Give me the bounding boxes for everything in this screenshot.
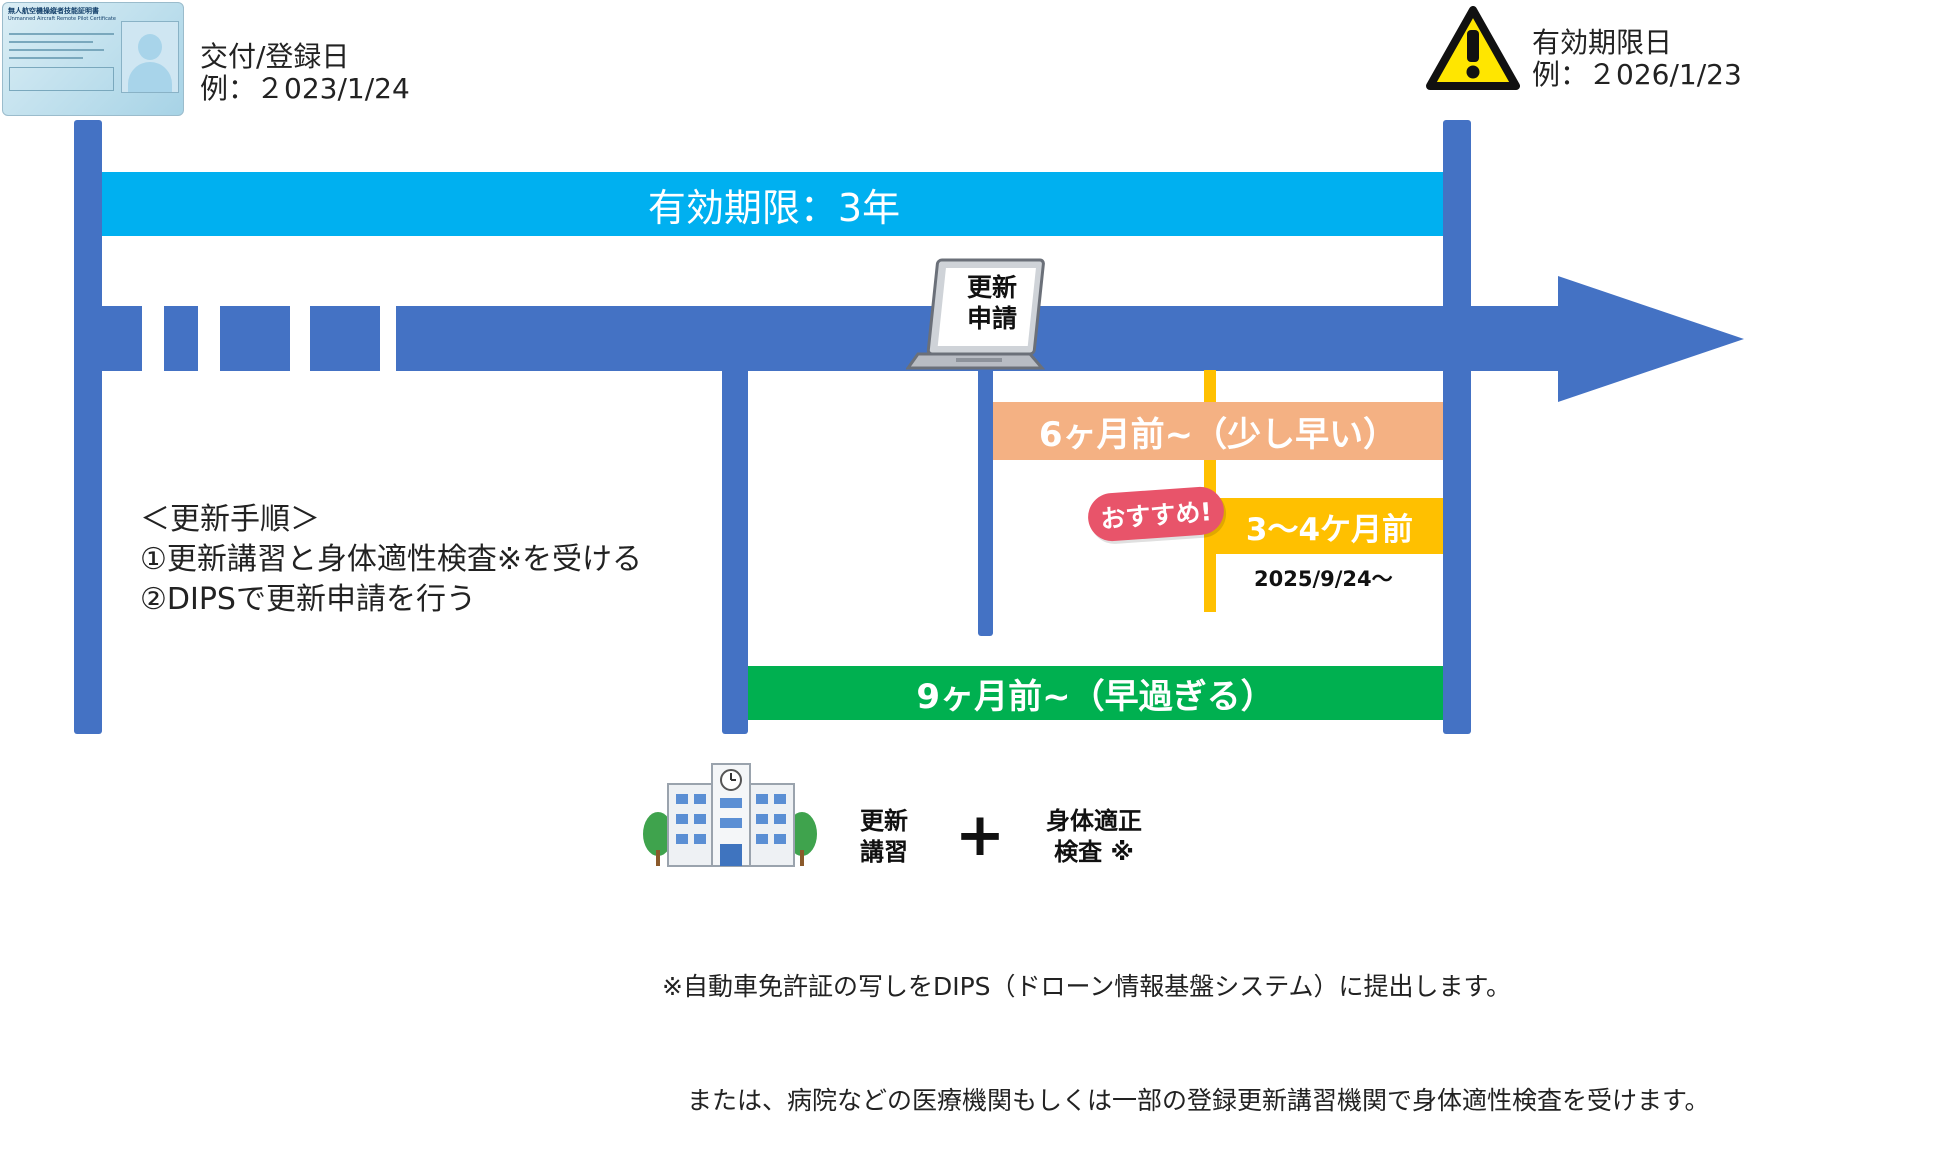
nine-months-marker [722, 366, 748, 734]
three-four-months-label: 3～4ケ月前 [1245, 511, 1414, 548]
renewal-course-line1: 更新 [860, 807, 908, 835]
six-months-label: 6ヶ月前~（少し早い） [1038, 414, 1398, 455]
expiry-date-marker [1443, 120, 1471, 734]
expiry-date-example: 例：２026/1/23 [1532, 58, 1742, 91]
six-months-band: 6ヶ月前~（少し早い） [993, 402, 1443, 460]
procedure-heading: ＜更新手順＞ [140, 502, 320, 537]
procedure-step-2: ②DIPSで更新申請を行う [140, 582, 476, 617]
three-four-months-date: 2025/9/24〜 [1254, 567, 1393, 591]
laptop-icon [906, 258, 1046, 370]
footnote-line-2: または、病院などの医療機関もしくは一部の登録更新講習機関で身体適性検査を受けます… [662, 1086, 1710, 1115]
aptitude-check-label: 身体適正 検査 ※ [1036, 804, 1152, 870]
validity-band-label: 有効期限：3年 [647, 185, 901, 230]
recommended-badge: おすすめ! [1086, 485, 1226, 543]
portrait-placeholder-icon [121, 21, 179, 93]
six-months-marker [978, 366, 993, 636]
timeline-dash [220, 306, 290, 371]
expiry-date-label: 有効期限日 [1532, 26, 1673, 59]
license-card-title: 無人航空機操縦者技能証明書 [8, 7, 99, 15]
laptop-label-line1: 更新 [966, 273, 1017, 302]
license-card-image: 無人航空機操縦者技能証明書 Unmanned Aircraft Remote P… [2, 2, 184, 116]
nine-months-band: 9ヶ月前~（早過ぎる） [748, 666, 1443, 720]
validity-band: 有効期限：3年 [102, 172, 1446, 236]
footnote: ※自動車免許証の写しをDIPS（ドローン情報基盤システム）に提出します。 または… [662, 892, 1710, 1158]
aptitude-check-line2: 検査 ※ [1054, 838, 1134, 866]
plus-sign: + [954, 800, 1006, 870]
timeline-dash [164, 306, 198, 371]
license-card-subtitle: Unmanned Aircraft Remote Pilot Certifica… [8, 16, 116, 22]
aptitude-check-line1: 身体適正 [1046, 807, 1142, 835]
three-four-months-band: 3～4ケ月前 [1216, 498, 1443, 554]
nine-months-label: 9ヶ月前~（早過ぎる） [916, 676, 1275, 717]
renewal-course-label: 更新 講習 [846, 804, 922, 870]
procedure: ＜更新手順＞ ①更新講習と身体適性検査※を受ける ②DIPSで更新申請を行う [140, 500, 642, 620]
renewal-course-line2: 講習 [860, 838, 908, 866]
timeline-arrow-head [1558, 276, 1744, 402]
school-building-icon [643, 763, 817, 867]
recommended-badge-label: おすすめ! [1099, 497, 1213, 534]
issue-date-example: 例：２023/1/24 [200, 72, 410, 105]
laptop-label: 更新 申請 [948, 270, 1036, 336]
issue-date-label: 交付/登録日 [200, 40, 350, 73]
timeline-dash [310, 306, 380, 371]
laptop-label-line2: 申請 [966, 304, 1017, 333]
warning-icon [1426, 6, 1520, 90]
procedure-step-1: ①更新講習と身体適性検査※を受ける [140, 542, 643, 577]
issue-date-marker [74, 120, 102, 734]
footnote-line-1: ※自動車免許証の写しをDIPS（ドローン情報基盤システム）に提出します。 [662, 972, 1512, 1001]
timeline-arrow-start [102, 306, 142, 371]
